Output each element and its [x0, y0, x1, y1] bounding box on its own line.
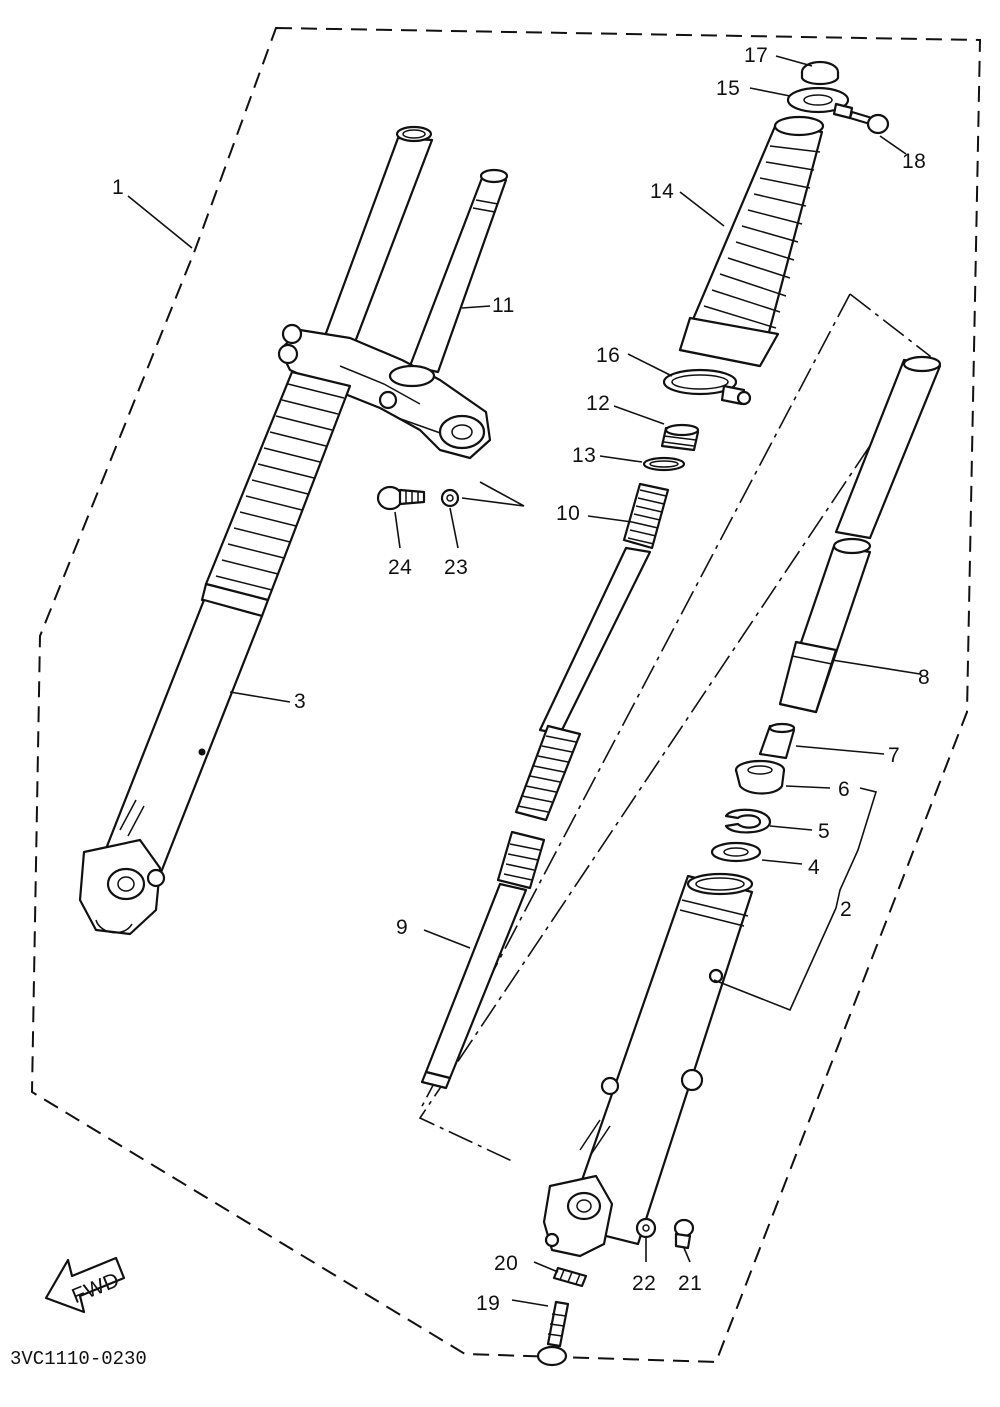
callout-15: 15 [716, 77, 740, 100]
spacer-12 [660, 423, 700, 452]
callout-23: 23 [444, 556, 468, 579]
callout-20: 20 [494, 1252, 518, 1275]
callout-7: 7 [888, 744, 900, 767]
callout-5: 5 [818, 820, 830, 843]
callout-2: 2 [840, 898, 852, 921]
group-bracket-outline [418, 293, 932, 1163]
seat-7 [758, 722, 796, 760]
outer-tube-2 [542, 872, 754, 1258]
fork-spring-8 [778, 355, 942, 714]
drain-bolt-19 [536, 1300, 570, 1367]
oil-seal-6 [734, 759, 786, 795]
bolt-24 [376, 485, 426, 511]
gasket-20 [552, 1266, 588, 1288]
callout-16: 16 [596, 344, 620, 367]
callout-17: 17 [744, 44, 768, 67]
diagram-caption: 3VC1110-0230 [10, 1348, 147, 1370]
callout-11: 11 [492, 294, 515, 317]
callout-1: 1 [112, 176, 124, 199]
screw-21 [673, 1218, 695, 1250]
leader-23-bracket [461, 481, 525, 507]
callout-18: 18 [902, 150, 926, 173]
callout-labels: 1 2 3 4 5 6 7 8 9 10 11 12 13 14 15 16 1… [112, 44, 930, 1315]
callout-6: 6 [838, 778, 850, 801]
callout-19: 19 [476, 1292, 500, 1315]
bolt-18 [848, 110, 890, 135]
o-ring-13 [642, 456, 686, 472]
callout-10: 10 [556, 502, 580, 525]
damper-rod-assembly-10 [514, 482, 670, 822]
damper-rod-9 [420, 830, 546, 1090]
callout-21: 21 [678, 1272, 702, 1295]
clip-5 [724, 808, 772, 834]
callout-24: 24 [388, 556, 412, 579]
fork-boot-14 [678, 115, 825, 368]
leader-lines [127, 55, 921, 1307]
callout-12: 12 [586, 392, 610, 415]
washer-4 [710, 841, 762, 863]
callout-22: 22 [632, 1272, 656, 1295]
fwd-arrow-icon: FWD [44, 1256, 126, 1314]
holder-15 [786, 86, 854, 120]
callout-14: 14 [650, 180, 674, 203]
callout-8: 8 [918, 666, 930, 689]
washer-22 [635, 1217, 657, 1239]
callout-9: 9 [396, 916, 408, 939]
fork-assembly-complete [78, 125, 509, 936]
washer-23 [440, 488, 460, 508]
band-16 [662, 368, 752, 406]
cap-17 [800, 60, 840, 86]
callout-3: 3 [294, 690, 306, 713]
assembly-outline [30, 26, 982, 1364]
callout-13: 13 [572, 444, 596, 467]
callout-4: 4 [808, 856, 820, 879]
